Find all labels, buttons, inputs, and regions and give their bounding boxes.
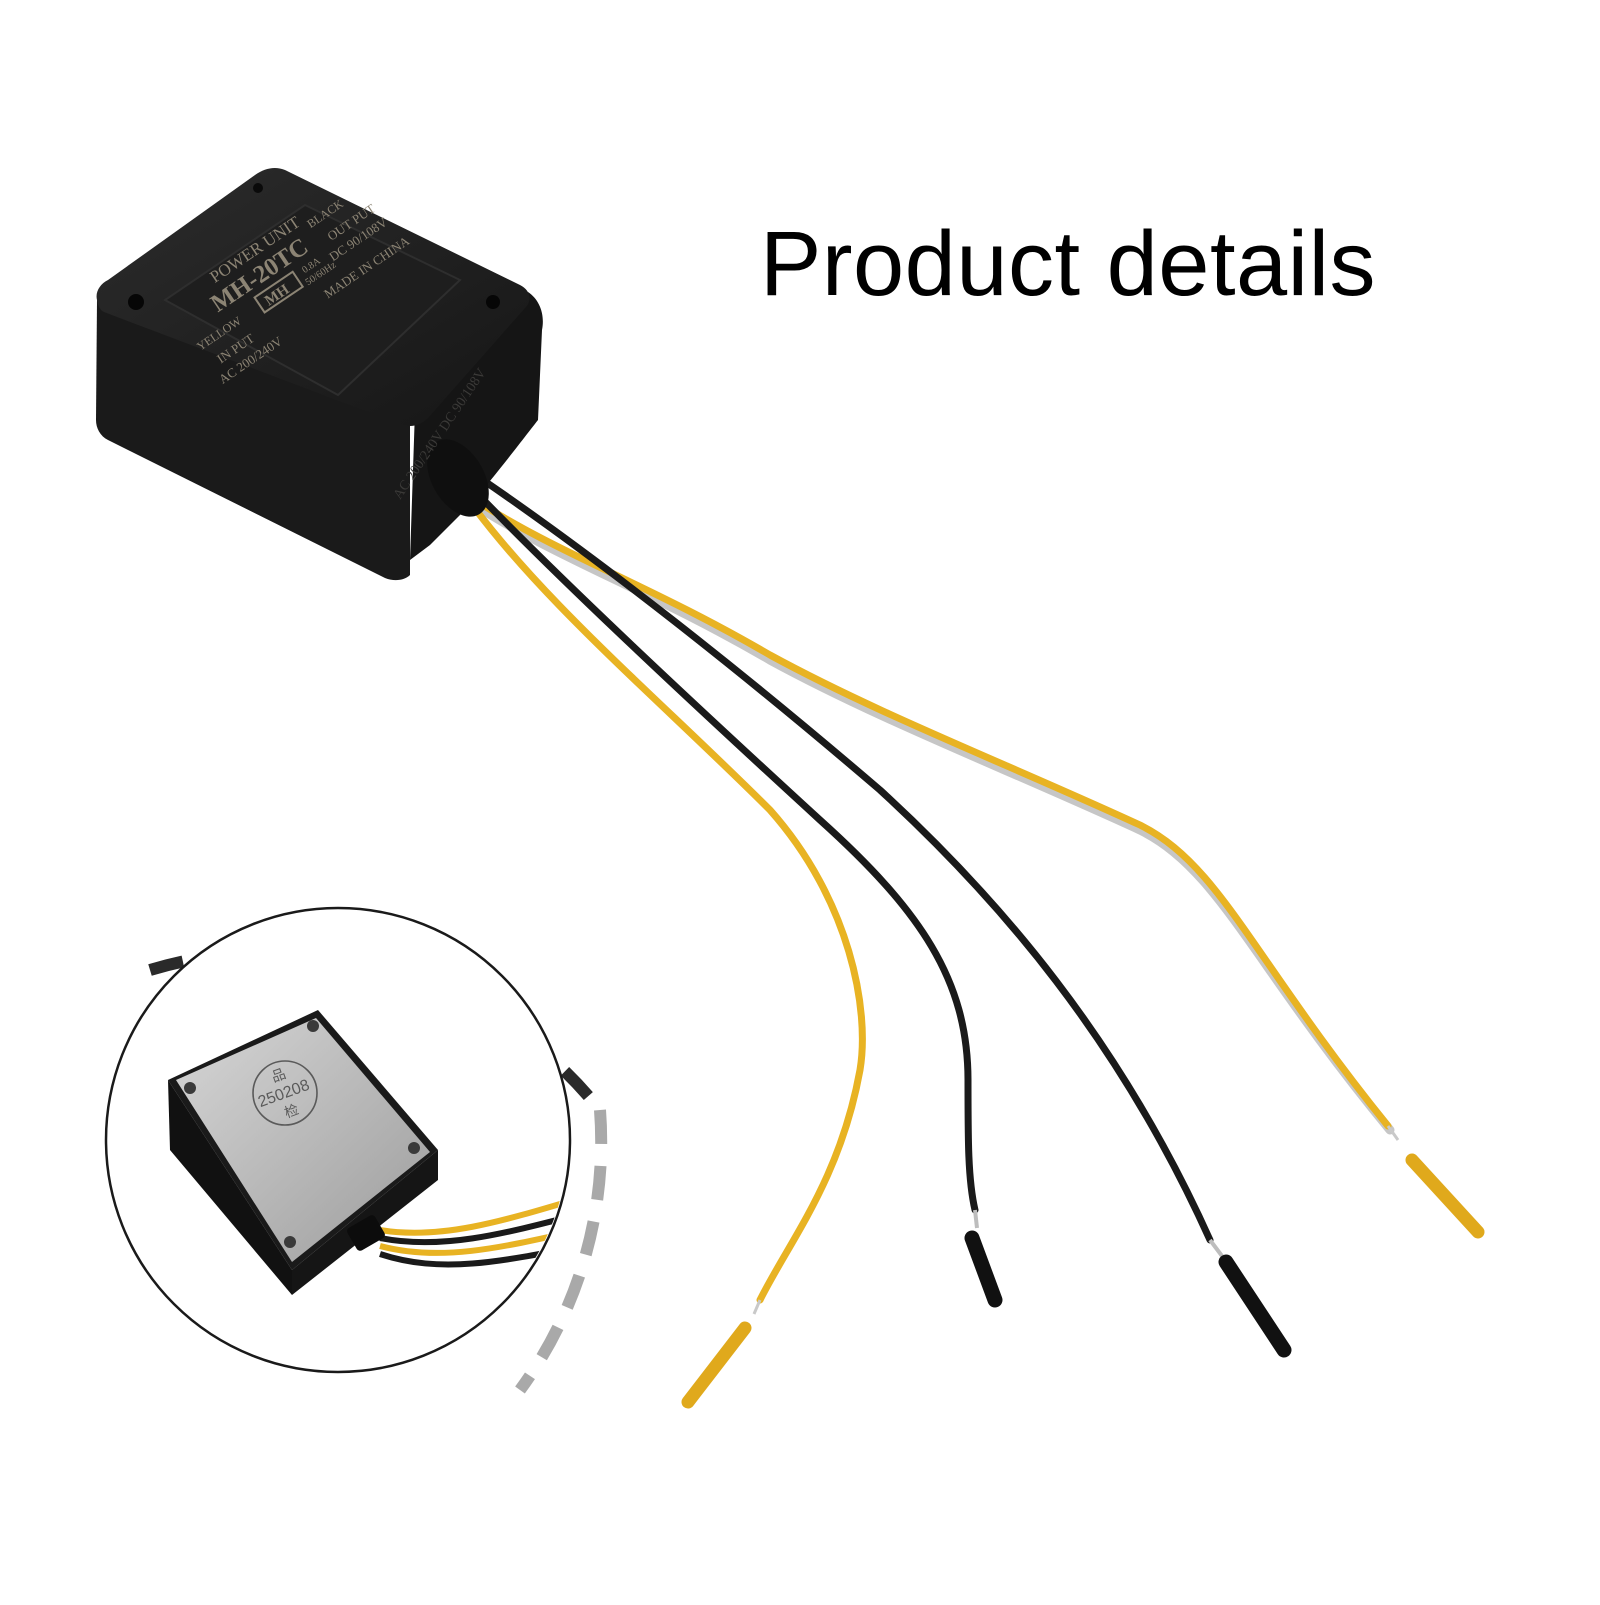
metal-plate [176,1018,430,1262]
wire-black-far [476,474,1292,1358]
screw-hole-icon [128,294,144,310]
page-title: Product details [760,213,1377,315]
power-unit-housing: POWER UNIT MH-20TC BLACK YELLOW MH 0.8A … [96,167,543,581]
wire-black-near [468,484,1003,1308]
wire-yellow-far [470,496,1485,1239]
wire-yellow-near [461,491,866,1409]
cable-grommet [427,439,489,517]
screw-hole-icon [486,295,500,309]
stamp-top: 品 [269,1065,288,1085]
screw-hole-icon [253,183,263,193]
inset-circle: 品 250208 检 [104,906,572,1374]
stamp-bottom: 检 [282,1101,301,1121]
